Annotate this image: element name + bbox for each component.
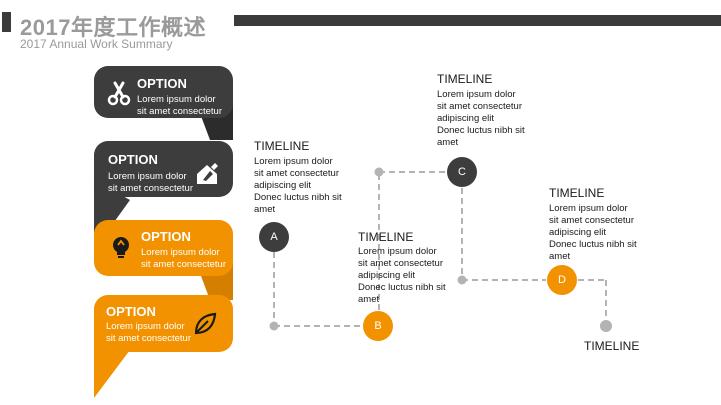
option-card-3: OPTION Lorem ipsum dolor sit amet consec… — [94, 220, 233, 276]
timeline-line: Lorem ipsum dolor — [437, 89, 516, 100]
timeline-body-b: Lorem ipsum dolor sit amet consectetur a… — [358, 246, 446, 306]
option-title: OPTION — [108, 152, 158, 167]
node-label-c: C — [458, 166, 466, 178]
timeline-line: amet — [254, 204, 276, 215]
timeline-heading-d: TIMELINE — [549, 186, 605, 200]
timeline-line: sit amet consectetur — [437, 101, 523, 112]
option-text-line1: Lorem ipsum dolor — [106, 321, 185, 332]
timeline-heading-b: TIMELINE — [358, 230, 414, 244]
page-title: 2017年度工作概述 — [20, 15, 206, 40]
timeline-line: Donec luctus nibh sit — [549, 239, 637, 250]
lightbulb-icon — [113, 237, 129, 258]
timeline-line: amet — [437, 137, 459, 148]
timeline-node-a — [259, 222, 289, 252]
timeline-line: sit amet consectetur — [358, 258, 444, 269]
timeline-line: adipiscing elit — [549, 227, 607, 238]
connector-dot-b-top — [374, 167, 384, 177]
page-subtitle: 2017 Annual Work Summary — [20, 37, 173, 51]
timeline-line: adipiscing elit — [358, 270, 416, 281]
timeline-node-b — [363, 311, 393, 341]
connector-dot-end — [600, 320, 612, 332]
option-title: OPTION — [137, 76, 187, 91]
pen-nib-icon — [197, 163, 218, 184]
timeline-node-c — [447, 157, 477, 187]
node-label-a: A — [270, 231, 278, 243]
option-text-line2: sit amet consectetur — [108, 183, 194, 194]
timeline-line: Donec luctus nibh sit — [254, 192, 342, 203]
option-card-2: OPTION Lorem ipsum dolor sit amet consec… — [94, 141, 233, 197]
timeline-end-label: TIMELINE — [584, 339, 640, 353]
scissors-icon — [107, 81, 131, 106]
option-text-line1: Lorem ipsum dolor — [141, 247, 220, 258]
option-title: OPTION — [106, 304, 156, 319]
option-card-1: OPTION Lorem ipsum dolor sit amet consec… — [94, 66, 233, 118]
option-text-line2: sit amet consectetur — [141, 259, 227, 270]
option-text-line2: sit amet consectetur — [137, 106, 223, 117]
connector-dot-start — [269, 321, 279, 331]
timeline-body-d: Lorem ipsum dolor sit amet consectetur a… — [549, 203, 637, 263]
timeline-line: Lorem ipsum dolor — [358, 246, 437, 257]
option-title: OPTION — [141, 229, 191, 244]
timeline-connectors — [273, 171, 607, 327]
leaf-icon — [194, 312, 217, 335]
header-bar — [234, 15, 721, 26]
timeline-line: amet — [549, 251, 571, 262]
option-text-line1: Lorem ipsum dolor — [137, 94, 216, 105]
option-card-4: OPTION Lorem ipsum dolor sit amet consec… — [94, 295, 233, 352]
timeline-line: amet — [358, 294, 380, 305]
connector-dot-c-bottom — [457, 275, 467, 285]
timeline-body-c: Lorem ipsum dolor sit amet consectetur a… — [437, 89, 525, 149]
header-square-accent — [2, 12, 11, 32]
timeline-line: adipiscing elit — [437, 113, 495, 124]
timeline-node-d — [547, 265, 577, 295]
timeline-line: adipiscing elit — [254, 180, 312, 191]
timeline-line: Lorem ipsum dolor — [254, 156, 333, 167]
node-label-b: B — [374, 320, 382, 332]
timeline-line: sit amet consectetur — [549, 215, 635, 226]
timeline-line: Donec luctus nibh sit — [358, 282, 446, 293]
timeline-body-a: Lorem ipsum dolor sit amet consectetur a… — [254, 156, 342, 216]
option-text-line2: sit amet consectetur — [106, 333, 192, 344]
timeline-line: Donec luctus nibh sit — [437, 125, 525, 136]
timeline-line: sit amet consectetur — [254, 168, 340, 179]
timeline-heading-a: TIMELINE — [254, 139, 310, 153]
node-label-d: D — [558, 274, 566, 286]
timeline-line: Lorem ipsum dolor — [549, 203, 628, 214]
option-text-line1: Lorem ipsum dolor — [108, 171, 187, 182]
timeline-heading-c: TIMELINE — [437, 72, 493, 86]
